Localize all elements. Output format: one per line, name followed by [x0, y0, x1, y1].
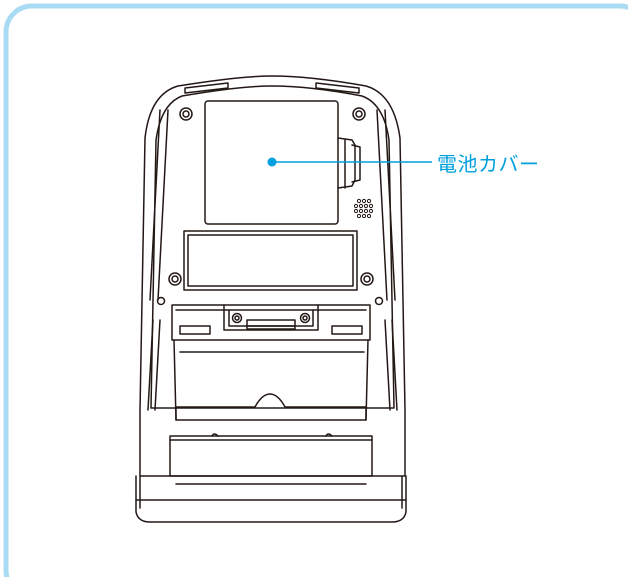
slot-left	[179, 325, 211, 335]
callout-leader	[267, 157, 432, 167]
hole-left	[156, 296, 166, 306]
left-grip	[149, 109, 169, 301]
speaker-grille	[353, 198, 374, 219]
hole-right	[374, 296, 384, 306]
screw-bottom-left	[168, 272, 182, 286]
right-grip-lower	[384, 319, 398, 411]
screw-bottom-right	[360, 272, 374, 286]
mechanism-frame	[171, 304, 371, 341]
label-plate	[183, 230, 358, 291]
screw-top-left	[179, 107, 193, 121]
screw-top-right	[352, 107, 366, 121]
bottom-tray	[169, 435, 373, 477]
tear-bar	[175, 393, 367, 408]
device-body-inner	[150, 85, 395, 409]
top-slot-left	[184, 82, 229, 94]
frame-border	[3, 3, 628, 581]
right-grip	[376, 109, 396, 301]
slot-right	[331, 325, 363, 335]
top-slot-right	[315, 82, 360, 94]
battery-cover-label: 電池カバー	[437, 152, 540, 176]
paper-compartment	[173, 339, 369, 421]
center-bracket	[223, 304, 319, 331]
left-grip-lower	[147, 319, 161, 411]
device-body-outline	[139, 75, 406, 477]
base-foot	[135, 475, 407, 523]
